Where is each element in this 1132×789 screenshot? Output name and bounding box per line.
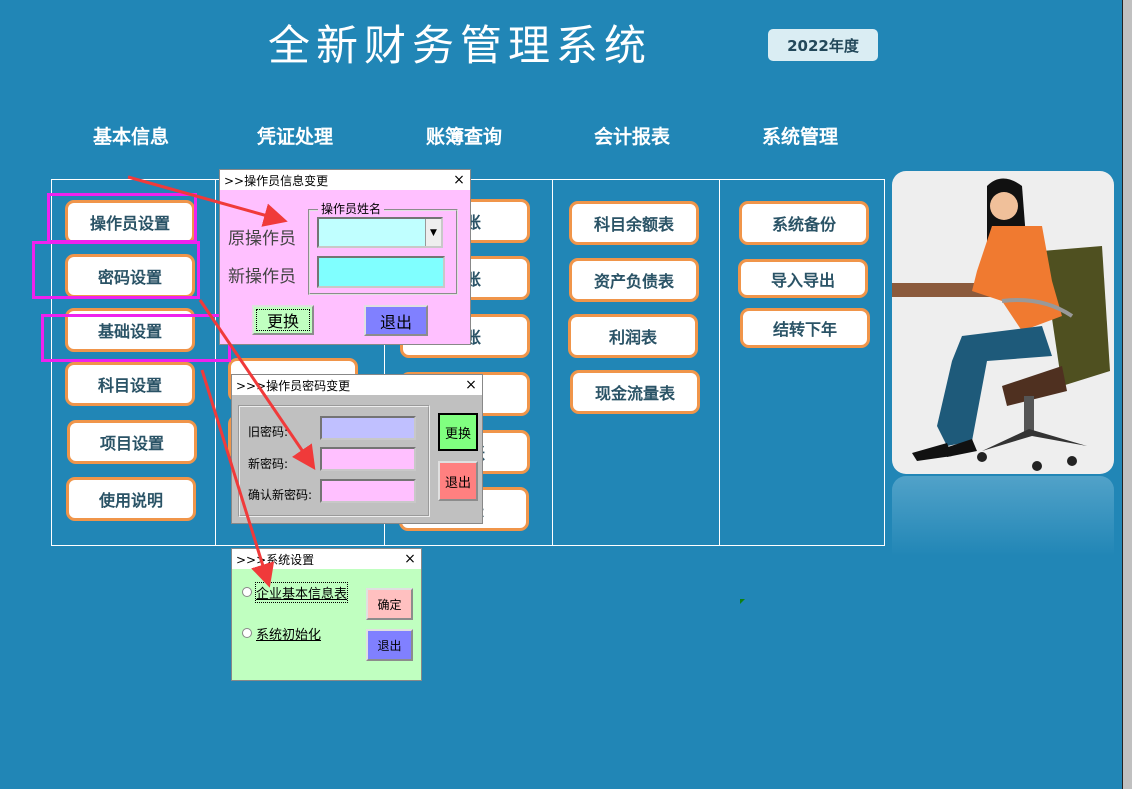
dialog-title: >>操作员信息变更 [224,173,329,188]
exit-button[interactable]: 退出 [438,461,478,501]
close-icon[interactable]: × [465,377,477,393]
exit-button[interactable]: 退出 [364,305,428,336]
column-header-ledger: 账簿查询 [425,126,502,148]
system-init-option-label[interactable]: 系统初始化 [256,628,322,643]
radio-system-init[interactable] [242,628,252,638]
system-settings-dialog: >>>系统设置 × 企业基本信息表 系统初始化 确定 退出 [231,548,422,681]
new-operator-input[interactable] [317,256,445,288]
column-divider [384,180,385,545]
replace-button[interactable]: 更换 [252,305,314,335]
column-header-voucher: 凭证处理 [256,126,333,148]
column-divider [552,180,553,545]
decorative-office-illustration [892,171,1114,474]
old-operator-combobox[interactable]: ▼ [317,217,443,248]
password-settings-button[interactable]: 密码设置 [65,254,195,298]
column-divider [719,180,720,545]
close-icon[interactable]: × [453,172,465,188]
balance-sheet-button[interactable]: 资产负债表 [569,258,699,302]
column-header-basic-info: 基本信息 [92,126,169,148]
new-password-label: 新密码: [248,457,289,471]
chevron-down-icon[interactable]: ▼ [425,219,441,246]
cash-flow-statement-button[interactable]: 现金流量表 [570,370,700,414]
page-title: 全新财务管理系统 [268,21,653,70]
account-settings-button[interactable]: 科目设置 [65,362,195,406]
confirm-button[interactable]: 确定 [366,588,413,620]
dialog-title: >>>操作员密码变更 [236,378,351,393]
operator-info-dialog: >>操作员信息变更 × 操作员姓名 原操作员 新操作员 ▼ 更换 退出 [219,169,471,345]
company-info-option-label[interactable]: 企业基本信息表 [254,582,349,603]
system-backup-button[interactable]: 系统备份 [739,201,869,245]
dialog-title: >>>系统设置 [236,552,315,567]
usage-guide-button[interactable]: 使用说明 [66,477,196,521]
old-operator-label: 原操作员 [228,229,296,249]
password-change-dialog: >>>操作员密码变更 × 旧密码: 新密码: 确认新密码: 更换 退出 [231,374,483,524]
basic-settings-button[interactable]: 基础设置 [65,308,195,352]
project-settings-button[interactable]: 项目设置 [67,420,197,464]
dialog-titlebar[interactable]: >>>操作员密码变更 × [232,375,482,395]
new-operator-label: 新操作员 [228,267,296,287]
year-badge[interactable]: 2022年度 [768,29,878,61]
close-icon[interactable]: × [404,551,416,567]
operator-settings-button[interactable]: 操作员设置 [65,200,195,244]
account-balance-report-button[interactable]: 科目余额表 [569,201,699,245]
group-label: 操作员姓名 [318,200,385,217]
column-header-reports: 会计报表 [593,126,670,148]
column-header-system: 系统管理 [761,126,838,148]
import-export-button[interactable]: 导入导出 [738,259,868,298]
old-password-label: 旧密码: [248,425,289,439]
dialog-titlebar[interactable]: >>>系统设置 × [232,549,421,569]
new-password-input[interactable] [320,447,416,471]
exit-button[interactable]: 退出 [366,629,413,661]
confirm-password-label: 确认新密码: [248,488,313,502]
vertical-scrollbar[interactable] [1122,0,1132,789]
stray-mark [740,599,745,604]
confirm-password-input[interactable] [320,479,416,503]
illustration-reflection [892,476,1114,556]
old-password-input[interactable] [320,416,416,440]
radio-company-info[interactable] [242,587,252,597]
carry-forward-year-button[interactable]: 结转下年 [740,308,870,348]
income-statement-button[interactable]: 利润表 [568,314,698,358]
column-divider [215,180,216,545]
replace-button[interactable]: 更换 [438,413,478,451]
dialog-titlebar[interactable]: >>操作员信息变更 × [220,170,470,190]
